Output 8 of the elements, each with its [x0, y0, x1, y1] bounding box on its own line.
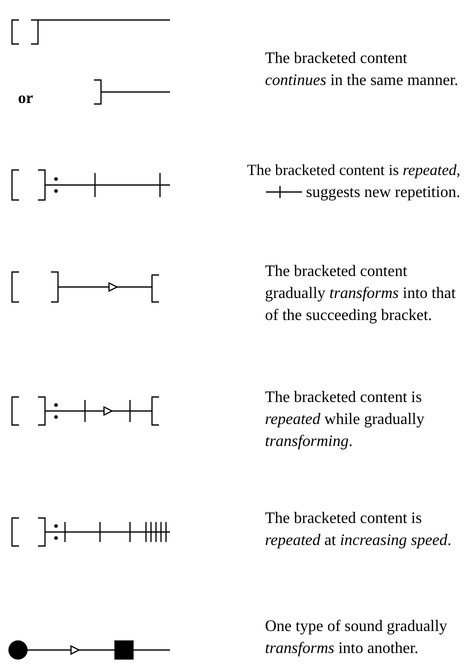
- description-text: The bracketed content is repeated at increasing speed.: [265, 509, 452, 551]
- description-text: The bracketed content continues in the same manner.: [265, 49, 460, 91]
- alternative-text: or: [18, 89, 34, 109]
- description-text: The bracketed content is repeated,: [247, 161, 460, 181]
- description-text: The bracketed content is repeated while gradually transforming.: [265, 388, 426, 452]
- description-text: suggests new repetition.: [306, 183, 460, 203]
- description-text: One type of sound gradually transforms into another.: [265, 617, 448, 659]
- description-text: The bracketed content gradually transforms into that of the succeeding bracket.: [265, 262, 457, 326]
